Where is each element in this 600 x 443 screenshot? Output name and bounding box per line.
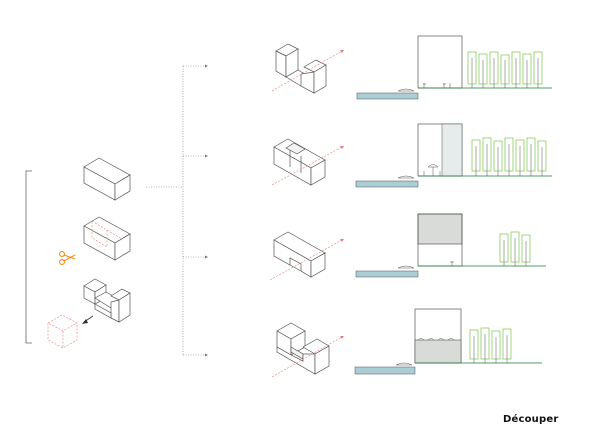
scissors-icon <box>59 251 76 265</box>
trees-4 <box>469 327 512 360</box>
removed-cube <box>47 314 78 349</box>
connector-arrowheads <box>205 64 208 357</box>
form-2-axis <box>271 146 343 186</box>
people <box>423 83 451 88</box>
dock <box>395 362 413 366</box>
water <box>354 366 416 375</box>
left-bracket <box>25 170 32 344</box>
dock <box>397 175 415 179</box>
form-4-axis <box>271 336 343 378</box>
parasol <box>423 164 441 176</box>
form-notched-block <box>273 138 326 186</box>
form-1-axis <box>271 50 343 92</box>
process-block-solid <box>83 157 131 201</box>
caption: Découper <box>503 414 559 425</box>
form-open-u <box>275 43 327 94</box>
tree-trunks-4 <box>473 334 508 363</box>
dock <box>397 88 415 92</box>
water <box>355 180 419 188</box>
section-3 <box>355 213 546 278</box>
section-4 <box>354 308 542 375</box>
form-side-notch <box>276 322 330 375</box>
person <box>450 261 454 266</box>
building-lower <box>414 339 462 364</box>
tree-trunks-2 <box>475 144 543 176</box>
axis-arrow-4 <box>340 336 344 339</box>
process-cut-lines <box>91 220 123 248</box>
glass-panel <box>441 123 463 177</box>
section-2 <box>355 123 552 188</box>
building-frame <box>417 35 463 89</box>
tree-trunks-3 <box>503 238 527 266</box>
dock <box>397 265 415 269</box>
arrow-icon <box>82 315 94 324</box>
water <box>356 92 419 100</box>
cars <box>417 338 455 341</box>
axis-arrow-3 <box>340 239 344 242</box>
building-upper <box>417 213 463 245</box>
form-bottom-notch <box>273 231 326 278</box>
process-block-u <box>83 278 131 323</box>
connector-lines <box>146 65 206 356</box>
axis-arrow-1 <box>340 50 344 53</box>
axis-arrow-2 <box>340 146 344 149</box>
water <box>355 270 419 278</box>
tree-trunks-1 <box>471 58 539 88</box>
section-1 <box>356 35 552 100</box>
